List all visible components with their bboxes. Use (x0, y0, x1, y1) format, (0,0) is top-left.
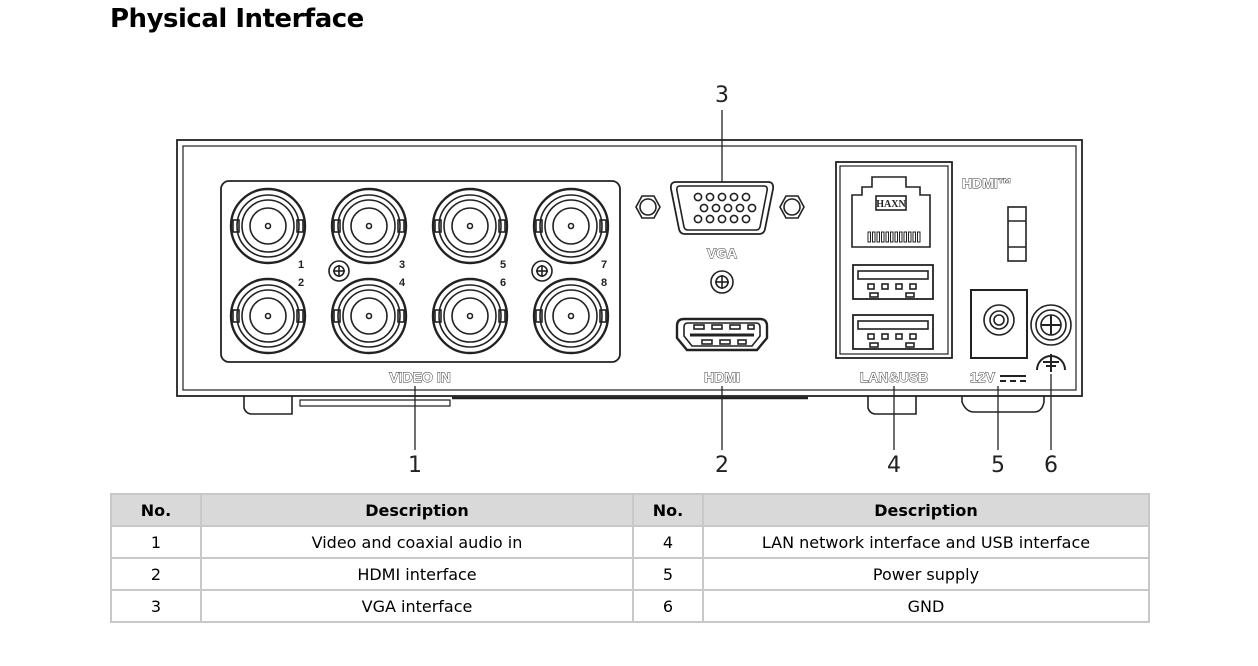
video-in-panel (220, 180, 621, 363)
bnc-port-number: 5 (500, 259, 506, 271)
chassis-inner (182, 145, 1077, 391)
cell-no: 5 (632, 557, 704, 591)
dc-symbol-icon (1000, 375, 1026, 382)
header-no: No. (632, 493, 704, 527)
callout-3: 3 (715, 83, 729, 108)
cell-no: 3 (110, 589, 202, 623)
hdmi-logo: HDMI™ (962, 175, 1012, 191)
bnc-port-number: 6 (500, 277, 506, 289)
bnc-port-number: 1 (298, 259, 304, 271)
callout-4: 4 (887, 453, 901, 478)
bnc-connector-icon (431, 187, 509, 265)
bnc-connector-icon (532, 277, 610, 355)
header-description: Description (702, 493, 1150, 527)
bnc-port-number: 4 (399, 277, 406, 289)
power-label: 12V (970, 369, 996, 385)
cell-description: VGA interface (200, 589, 634, 623)
cell-description: GND (702, 589, 1150, 623)
chassis-screw-icon (710, 270, 734, 294)
table-row: 2 HDMI interface 5 Power supply (110, 557, 1150, 591)
cell-no: 4 (632, 525, 704, 559)
foot-right-1 (867, 396, 917, 415)
panel-screw-icon (531, 260, 553, 282)
bnc-connectors: 1 2 3 4 5 6 7 8 (229, 187, 610, 355)
ground-symbol-icon (1036, 354, 1066, 372)
page-title: Physical Interface (110, 4, 364, 34)
callout-1: 1 (408, 453, 422, 478)
usb-port-icon (852, 314, 934, 350)
callout-2: 2 (715, 453, 729, 478)
cell-description: Video and coaxial audio in (200, 525, 634, 559)
lan-usb-label: LAN&USB (860, 369, 928, 385)
callout-5: 5 (991, 453, 1005, 478)
dc-power-jack-icon (970, 289, 1028, 359)
bnc-port-number: 2 (298, 277, 304, 289)
video-in-label: VIDEO IN (389, 369, 450, 385)
hdmi-port-icon (675, 317, 769, 352)
table-header-row: No. Description No. Description (110, 493, 1150, 527)
bnc-connector-icon (229, 277, 307, 355)
foot-bar (299, 399, 451, 407)
bnc-port-number: 7 (601, 259, 607, 271)
callout-6: 6 (1044, 453, 1058, 478)
cell-description: Power supply (702, 557, 1150, 591)
cell-description: LAN network interface and USB interface (702, 525, 1150, 559)
rj45-port-icon: HAXN (851, 176, 931, 248)
vga-label: VGA (707, 245, 737, 261)
chassis-outline (176, 139, 1083, 397)
header-no: No. (110, 493, 202, 527)
bnc-connector-icon (532, 187, 610, 265)
foot-right-2 (961, 396, 1045, 413)
cell-no: 6 (632, 589, 704, 623)
callout-lines (414, 110, 1052, 450)
bnc-connector-icon (330, 187, 408, 265)
header-description: Description (200, 493, 634, 527)
table-row: 3 VGA interface 6 GND (110, 589, 1150, 623)
cell-no: 1 (110, 525, 202, 559)
ground-screw-icon (1030, 304, 1072, 346)
cell-description: HDMI interface (200, 557, 634, 591)
panel-screw-icon (328, 260, 350, 282)
bnc-port-number: 3 (399, 259, 405, 271)
bnc-connector-icon (330, 277, 408, 355)
rear-panel-diagram: 1 2 3 4 5 6 7 8 VIDEO IN VGA HDMI HAXN (176, 83, 1083, 478)
usb-port-icon (852, 264, 934, 300)
vent-slot (1007, 206, 1027, 262)
foot-left (243, 396, 293, 415)
interface-table: No. Description No. Description 1 Video … (110, 493, 1150, 623)
bnc-connector-icon (229, 187, 307, 265)
lan-usb-block (835, 161, 953, 359)
cell-no: 2 (110, 557, 202, 591)
rj45-text: HAXN (876, 199, 906, 210)
bnc-port-number: 8 (601, 277, 607, 289)
bnc-connector-icon (431, 277, 509, 355)
hdmi-label: HDMI (704, 369, 740, 385)
vga-port-icon (635, 181, 805, 235)
table-row: 1 Video and coaxial audio in 4 LAN netwo… (110, 525, 1150, 559)
